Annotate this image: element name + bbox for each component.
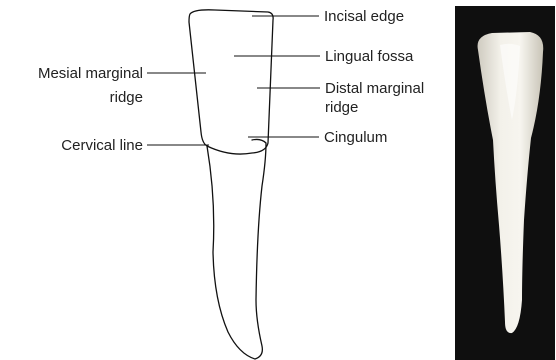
crown-outline <box>189 10 273 154</box>
tooth-photograph <box>455 6 555 360</box>
label-cingulum: Cingulum <box>324 129 387 146</box>
label-mesial-marginal-ridge-line1: Mesial marginal <box>38 65 143 82</box>
label-lingual-fossa: Lingual fossa <box>325 48 414 65</box>
labels: Incisal edge Lingual fossa Distal margin… <box>38 8 424 154</box>
root-outline <box>207 139 266 359</box>
leader-lines <box>147 16 320 145</box>
label-distal-marginal-ridge-line2: ridge <box>325 99 358 116</box>
label-cervical-line: Cervical line <box>61 137 143 154</box>
label-mesial-marginal-ridge-line2: ridge <box>110 89 143 106</box>
label-distal-marginal-ridge-line1: Distal marginal <box>325 80 424 97</box>
label-incisal-edge: Incisal edge <box>324 8 404 25</box>
tooth-line-drawing <box>189 10 273 359</box>
